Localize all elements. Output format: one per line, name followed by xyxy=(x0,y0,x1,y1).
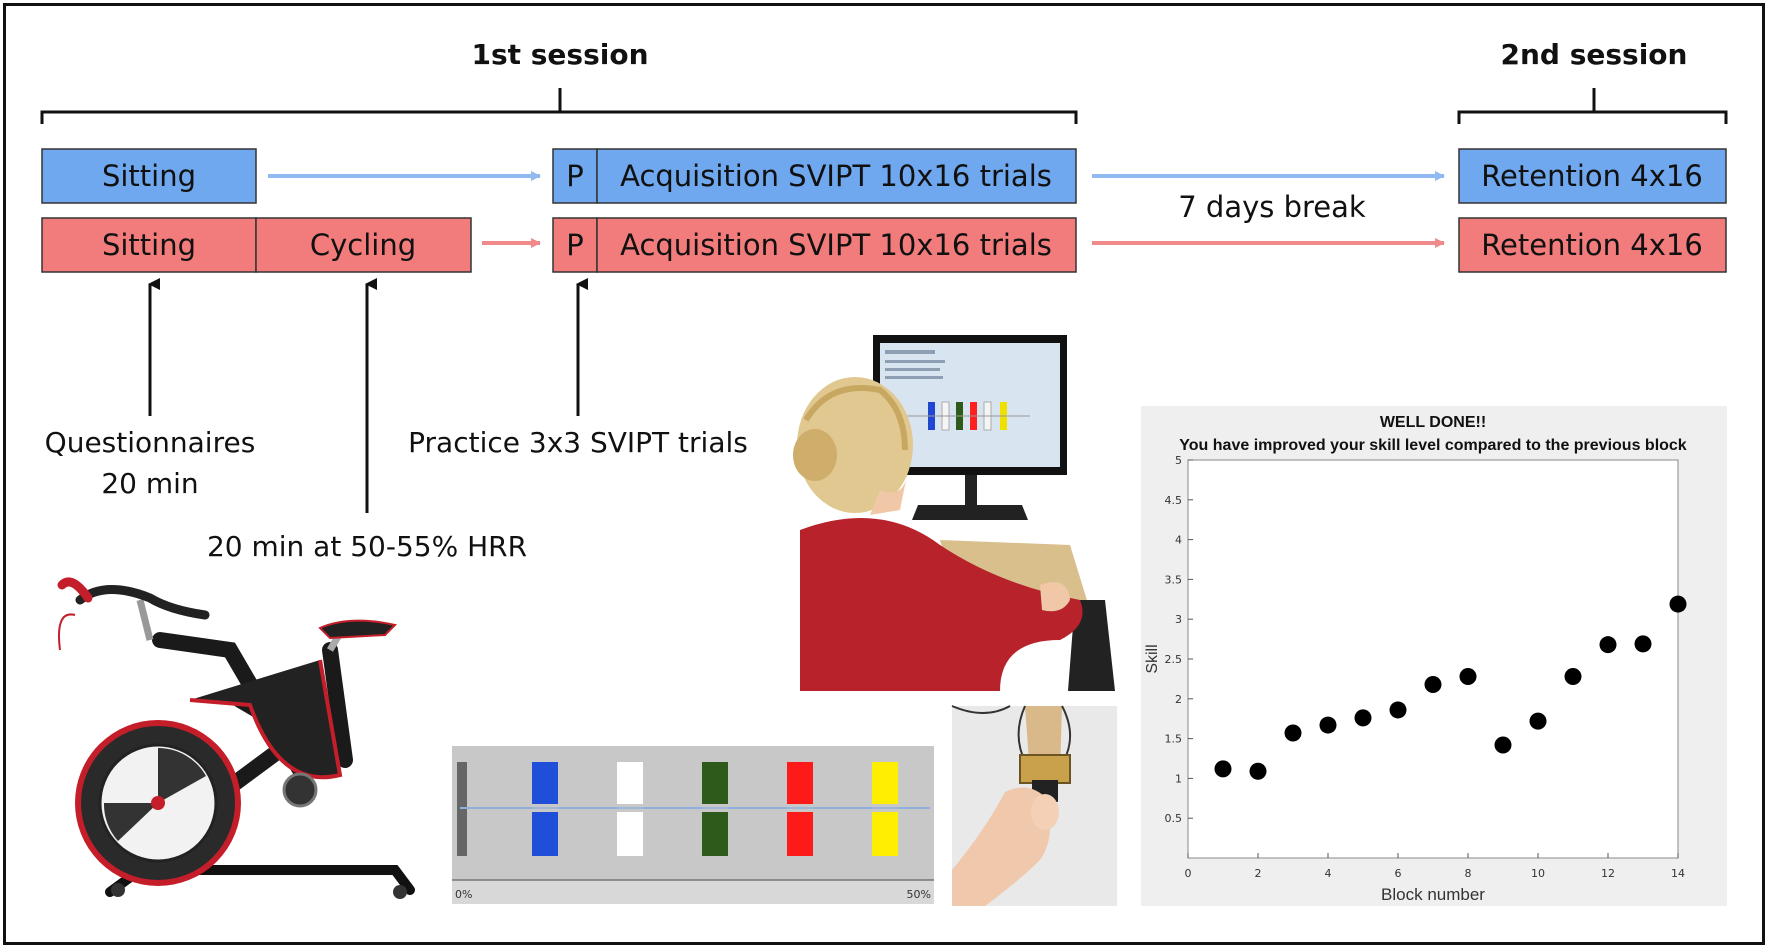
second-session-label: 2nd session xyxy=(1501,38,1688,71)
y-tick-label-9: 5 xyxy=(1175,454,1182,467)
exercise-sitting-box xyxy=(41,217,257,273)
skill-point-block-11 xyxy=(1564,668,1582,686)
x-tick-label-7: 14 xyxy=(1671,867,1685,880)
screen-left-percent: 0% xyxy=(455,888,472,901)
skill-point-block-2 xyxy=(1249,762,1267,780)
control-acquisition-box xyxy=(596,148,1077,204)
control-practice-label: P xyxy=(566,159,584,193)
exercise-sitting-label: Sitting xyxy=(102,228,196,262)
exercise-bike-icon xyxy=(57,577,415,899)
y-tick-label-6: 3.5 xyxy=(1165,573,1183,586)
skill-point-block-10 xyxy=(1529,712,1547,730)
chart-plot-area xyxy=(1187,459,1679,859)
questionnaires-label: Questionnaires xyxy=(45,426,256,459)
x-tick-label-5: 10 xyxy=(1531,867,1545,880)
exercise-practice-label: P xyxy=(566,228,584,262)
second-session-brace xyxy=(1457,88,1728,124)
x-tick-label-3: 6 xyxy=(1395,867,1402,880)
control-retention-box xyxy=(1458,148,1727,204)
exercise-acquisition-label: Acquisition SVIPT 10x16 trials xyxy=(620,228,1052,262)
skill-feedback-chart: WELL DONE!! You have improved your skill… xyxy=(1141,406,1727,906)
x-tick-label-6: 12 xyxy=(1601,867,1615,880)
exercise-cycling-label: Cycling xyxy=(310,228,416,262)
exercise-acquisition-box xyxy=(596,217,1077,273)
practice-label: Practice 3x3 SVIPT trials xyxy=(408,426,748,459)
break-label: 7 days break xyxy=(1178,190,1366,224)
exercise-practice-box xyxy=(552,217,598,273)
first-session-brace xyxy=(40,88,1078,124)
exercise-group-row: Sitting Cycling P Acquisition SVIPT 10x1… xyxy=(41,217,1727,273)
y-tick-label-1: 1 xyxy=(1175,772,1182,785)
y-tick-label-8: 4.5 xyxy=(1165,494,1183,507)
y-tick-label-4: 2.5 xyxy=(1165,653,1183,666)
skill-point-block-9 xyxy=(1494,736,1512,754)
force-transducer-hand-icon xyxy=(951,705,1117,906)
skill-point-block-14 xyxy=(1669,595,1687,613)
x-tick-label-1: 2 xyxy=(1255,867,1262,880)
y-tick-label-7: 4 xyxy=(1175,534,1182,547)
first-session-label: 1st session xyxy=(471,38,648,71)
chart-y-axis-label: Skill xyxy=(1144,644,1161,673)
participant-at-computer-icon xyxy=(793,335,1176,691)
y-tick-label-2: 1.5 xyxy=(1165,733,1183,746)
chart-title-line-2: You have improved your skill level compa… xyxy=(1179,437,1687,454)
control-retention-label: Retention 4x16 xyxy=(1481,159,1703,193)
exercise-retention-label: Retention 4x16 xyxy=(1481,228,1703,262)
svipt-task-screen: 0% 50% xyxy=(452,746,934,904)
screen-right-percent: 50% xyxy=(907,888,931,901)
skill-point-block-7 xyxy=(1424,675,1442,693)
y-tick-label-5: 3 xyxy=(1175,613,1182,626)
skill-point-block-12 xyxy=(1599,636,1617,654)
control-sitting-label: Sitting xyxy=(102,159,196,193)
chart-title-line-1: WELL DONE!! xyxy=(1380,414,1486,431)
control-group-row: Sitting P Acquisition SVIPT 10x16 trials… xyxy=(41,148,1727,204)
skill-point-block-13 xyxy=(1634,635,1652,653)
skill-point-block-8 xyxy=(1459,668,1477,686)
exercise-cycling-box xyxy=(255,217,472,273)
y-tick-label-0: 0.5 xyxy=(1165,812,1183,825)
control-sitting-box xyxy=(41,148,257,204)
cycling-intensity-label: 20 min at 50-55% HRR xyxy=(207,530,527,563)
questionnaires-duration-label: 20 min xyxy=(101,467,198,500)
x-tick-label-4: 8 xyxy=(1465,867,1472,880)
x-tick-label-2: 4 xyxy=(1325,867,1332,880)
x-tick-label-0: 0 xyxy=(1185,867,1192,880)
chart-x-axis-label: Block number xyxy=(1381,885,1485,904)
exercise-retention-box xyxy=(1458,217,1727,273)
skill-point-block-3 xyxy=(1284,724,1302,742)
skill-point-block-5 xyxy=(1354,709,1372,727)
skill-point-block-1 xyxy=(1214,760,1232,778)
y-tick-label-3: 2 xyxy=(1175,693,1182,706)
control-acquisition-label: Acquisition SVIPT 10x16 trials xyxy=(620,159,1052,193)
figure-frame xyxy=(3,3,1765,945)
skill-point-block-6 xyxy=(1389,701,1407,719)
skill-point-block-4 xyxy=(1319,716,1337,734)
